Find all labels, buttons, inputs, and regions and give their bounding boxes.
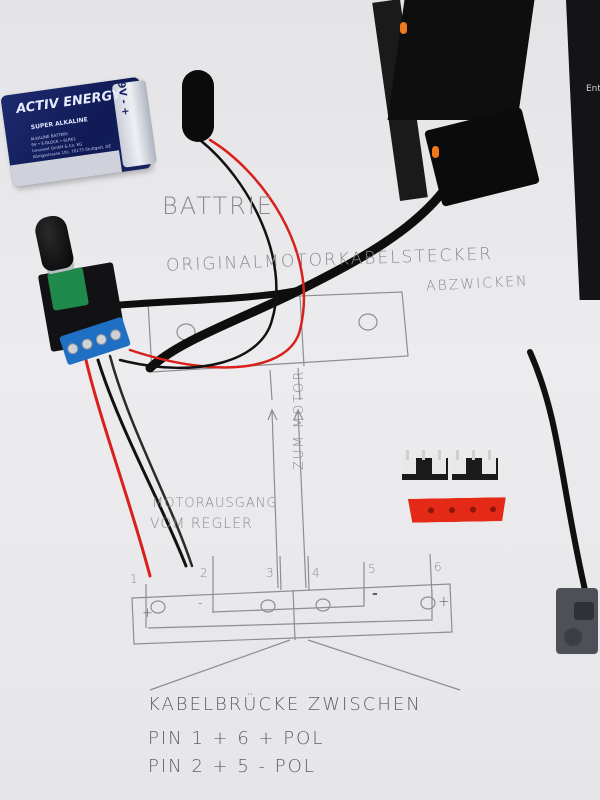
pin-number-1: 1 bbox=[130, 572, 140, 586]
strip-outer-box bbox=[131, 583, 453, 645]
lego-connector bbox=[556, 588, 598, 654]
potentiometer-body bbox=[46, 267, 90, 311]
strip-hole-6 bbox=[420, 596, 436, 610]
screw-icon bbox=[94, 332, 109, 347]
red-bracket bbox=[404, 497, 506, 523]
pointer-line-right bbox=[307, 639, 461, 691]
note-line-1: KABELBRÜCKE ZWISCHEN bbox=[148, 694, 422, 715]
connector-sketch-box bbox=[147, 291, 409, 373]
connector-stud bbox=[564, 628, 582, 646]
switch-housing bbox=[452, 458, 466, 474]
lego-box-body bbox=[387, 0, 535, 120]
bracket-hole bbox=[490, 506, 496, 512]
pin-line-3 bbox=[279, 555, 282, 591]
strip-inner-line bbox=[147, 590, 433, 629]
connector-sketch-hole-right bbox=[358, 313, 378, 331]
arrow-head-right bbox=[293, 408, 304, 421]
lego-battery-box bbox=[372, 0, 540, 207]
arrow-line-left bbox=[271, 409, 279, 589]
regulator-wire-red bbox=[84, 358, 152, 578]
connector-sketch-divider bbox=[299, 295, 305, 367]
pin-number-5: 5 bbox=[368, 562, 378, 576]
arrow-line-right bbox=[297, 409, 307, 589]
strip-hole-3 bbox=[260, 599, 276, 613]
note-line-2: PIN 1 + 6 + POL bbox=[148, 728, 325, 749]
label-motor-output-2: VOM REGLER bbox=[150, 516, 253, 532]
strip-center-divider bbox=[292, 589, 296, 641]
micro-switches bbox=[402, 450, 500, 480]
pin-line-4 bbox=[307, 555, 310, 591]
lego-box-base bbox=[424, 107, 540, 207]
switch-pin bbox=[488, 450, 491, 460]
switch-pin bbox=[456, 450, 459, 460]
pin-polarity-5: - bbox=[372, 586, 380, 602]
switch-pin bbox=[438, 450, 441, 460]
note-line-3: PIN 2 + 5 - POL bbox=[148, 756, 316, 777]
lego-box-button bbox=[400, 22, 407, 34]
battery-clip bbox=[182, 70, 214, 142]
pin-polarity-1: + bbox=[142, 606, 155, 621]
pin-number-6: 6 bbox=[434, 560, 444, 574]
pin-number-4: 4 bbox=[312, 566, 322, 580]
label-battery: BATTRIE bbox=[162, 192, 275, 220]
pin-number-2: 2 bbox=[200, 566, 210, 580]
arrow-head-left bbox=[267, 408, 278, 421]
bracket-hole bbox=[470, 507, 476, 513]
screw-icon bbox=[108, 327, 123, 342]
battery-9v: ACTIV ENERGY SUPER ALKALINE ALKALINE BAT… bbox=[0, 76, 158, 188]
pointer-line-left bbox=[149, 639, 291, 691]
lego-box-button bbox=[432, 146, 439, 158]
battery-brand: ACTIV ENERGY bbox=[15, 87, 123, 118]
pin-line-6 bbox=[429, 553, 433, 597]
ribbon-cable-branch bbox=[116, 286, 304, 309]
clip-wire-red bbox=[128, 138, 306, 369]
pin-polarity-6: + bbox=[438, 594, 452, 610]
connector-plug bbox=[574, 602, 594, 620]
bracket-hole bbox=[449, 507, 455, 513]
bracket-hole bbox=[428, 507, 434, 513]
label-to-motor: ZUM MOTOR bbox=[292, 369, 307, 470]
screw-icon bbox=[80, 337, 95, 352]
strip-hole-1 bbox=[150, 600, 166, 614]
switch-pin bbox=[472, 450, 475, 460]
label-motor-output-1: MOTORAUSGANG bbox=[152, 496, 278, 511]
switch-housing bbox=[482, 458, 496, 474]
micro-switch bbox=[452, 450, 498, 480]
micro-switch bbox=[402, 450, 448, 480]
switch-pin bbox=[406, 450, 409, 460]
switch-housing bbox=[402, 458, 416, 474]
screw-icon bbox=[65, 341, 80, 356]
sensor-cable bbox=[527, 349, 588, 593]
pin-number-3: 3 bbox=[266, 566, 276, 580]
arrow-stem-left bbox=[269, 369, 273, 401]
pin-polarity-2: - bbox=[198, 596, 205, 611]
clip-wire-black bbox=[118, 138, 278, 370]
switch-pin bbox=[422, 450, 425, 460]
switch-housing bbox=[432, 458, 446, 474]
arrow-stem-right bbox=[297, 367, 301, 401]
regulator-wire-black-1 bbox=[96, 358, 188, 568]
regulator-wire-black-2 bbox=[108, 354, 194, 568]
strip-hole-4 bbox=[315, 598, 331, 612]
monitor-partial-text: Entf bbox=[586, 84, 600, 94]
